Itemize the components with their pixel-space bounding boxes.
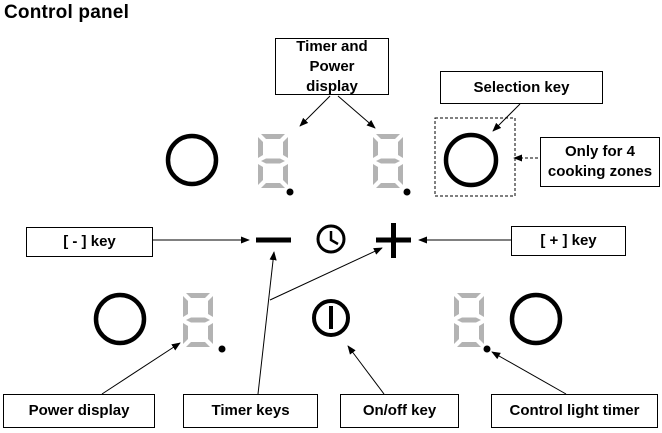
label-control-light-timer-text: Control light timer [509, 402, 640, 419]
arrow-timer-keys-minus [257, 251, 277, 395]
label-timer-power-display: Timer and Power display [275, 38, 389, 95]
display-dot-icon [218, 345, 226, 353]
arrow-power-display [101, 342, 181, 395]
display-dot-icon [403, 188, 411, 196]
arrow-timer-power-right [337, 95, 376, 129]
power-display-icon [183, 293, 213, 347]
arrow-timer-keys-plus [269, 247, 383, 301]
control-light-dot-icon [483, 345, 491, 353]
label-power-display: Power display [3, 394, 155, 428]
label-selection-key: Selection key [440, 71, 603, 104]
control-light-display-icon [454, 293, 484, 347]
zone-selection-circle-icon[interactable] [509, 292, 563, 346]
label-on-off-key: On/off key [340, 394, 459, 428]
arrow-on-off-key [347, 345, 385, 395]
label-plus-key: [ + ] key [511, 226, 626, 256]
timer-power-display-right-icon [373, 134, 403, 188]
label-timer-power-display-text: Timer and Power display [296, 37, 368, 95]
label-minus-key-text: [ - ] key [63, 233, 116, 250]
label-only-4-zones: Only for 4 cooking zones [540, 137, 660, 187]
zone-selection-circle-icon[interactable] [165, 133, 219, 187]
clock-icon[interactable] [316, 224, 346, 254]
label-timer-keys-text: Timer keys [211, 402, 290, 419]
four-zone-dashed-frame [434, 117, 516, 197]
label-on-off-key-text: On/off key [362, 402, 437, 419]
arrow-selection-key [492, 103, 521, 132]
label-power-display-text: Power display [28, 402, 130, 419]
arrow-timer-power-left [299, 95, 331, 127]
power-icon[interactable] [312, 299, 350, 337]
arrow-control-light-timer [491, 351, 567, 395]
plus-icon[interactable] [376, 223, 411, 258]
selection-key-circle-icon[interactable] [443, 132, 499, 188]
label-selection-key-text: Selection key [473, 78, 570, 96]
display-dot-icon [286, 188, 294, 196]
label-control-light-timer: Control light timer [491, 394, 658, 428]
timer-power-display-left-icon [258, 134, 288, 188]
label-only-4-zones-text: Only for 4 cooking zones [547, 143, 653, 180]
zone-selection-circle-icon[interactable] [93, 292, 147, 346]
label-timer-keys: Timer keys [183, 394, 318, 428]
page-title: Control panel [4, 2, 130, 23]
label-plus-key-text: [ + ] key [540, 232, 597, 249]
label-minus-key: [ - ] key [26, 227, 153, 257]
